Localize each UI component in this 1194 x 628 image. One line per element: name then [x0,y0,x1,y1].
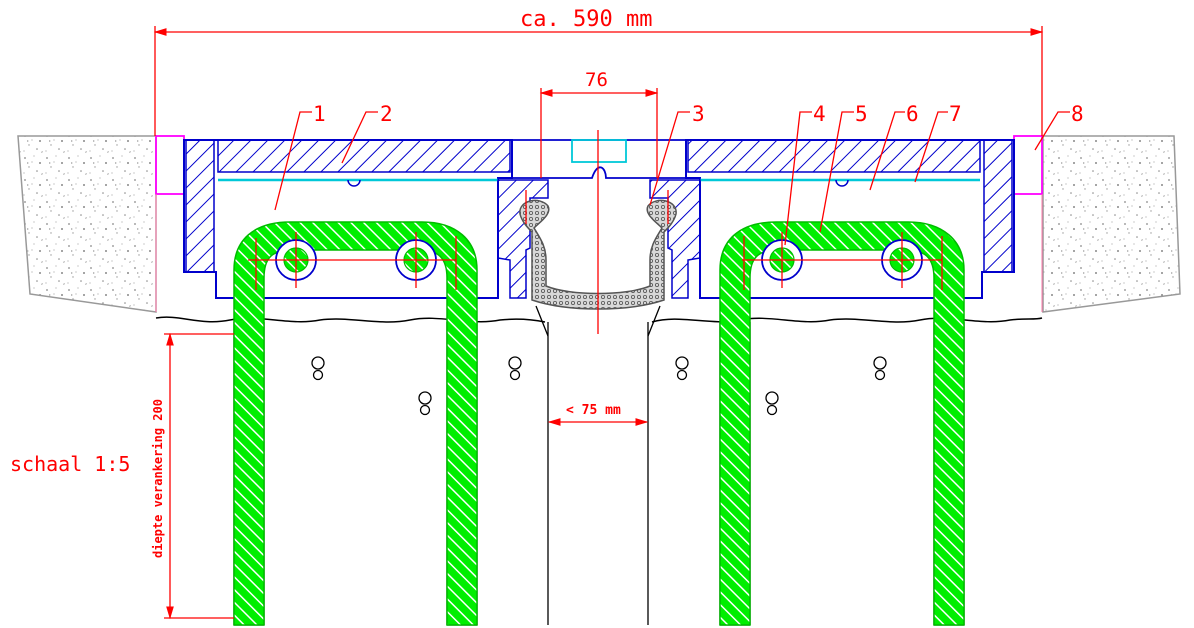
gap-bottom-label: < 75 mm [566,403,621,418]
gap-top-label: 76 [585,69,608,91]
dimension-anchor-depth [164,332,234,620]
concrete-right [1042,135,1181,313]
dimension-gap-top [539,88,659,178]
anchor-hook-symbols [311,356,887,416]
callout-6: 6 [906,102,919,126]
anchor-loop-left [233,221,478,626]
anchor-loop-right [719,221,965,626]
callout-numbers: 1 2 3 4 5 6 7 8 [313,102,1084,126]
rubber-seal [519,199,677,310]
scale-label: schaal 1:5 [10,452,130,476]
callout-2: 2 [380,102,393,126]
clamp-profile-left [497,179,549,299]
callout-3: 3 [692,102,705,126]
callout-7: 7 [949,102,962,126]
callout-5: 5 [855,102,868,126]
centre-cyan-slot [571,139,627,163]
anchor-depth-label: diepte verankering 200 [151,399,165,558]
edge-profile-left [155,135,185,195]
callout-leaders [274,111,1070,246]
dimension-total-width [153,26,1044,136]
callout-4: 4 [813,102,826,126]
end-block-right [983,139,1013,273]
break-line [155,316,1043,323]
centre-top-plate [511,139,687,179]
end-block-left [185,139,215,273]
frame-right [685,139,1015,299]
concrete-left [17,135,157,313]
callout-8: 8 [1071,102,1084,126]
total-width-label: ca. 590 mm [520,7,652,32]
cover-plate-left [217,139,511,173]
callout-1: 1 [313,102,326,126]
clamp-profile-right [649,179,701,299]
